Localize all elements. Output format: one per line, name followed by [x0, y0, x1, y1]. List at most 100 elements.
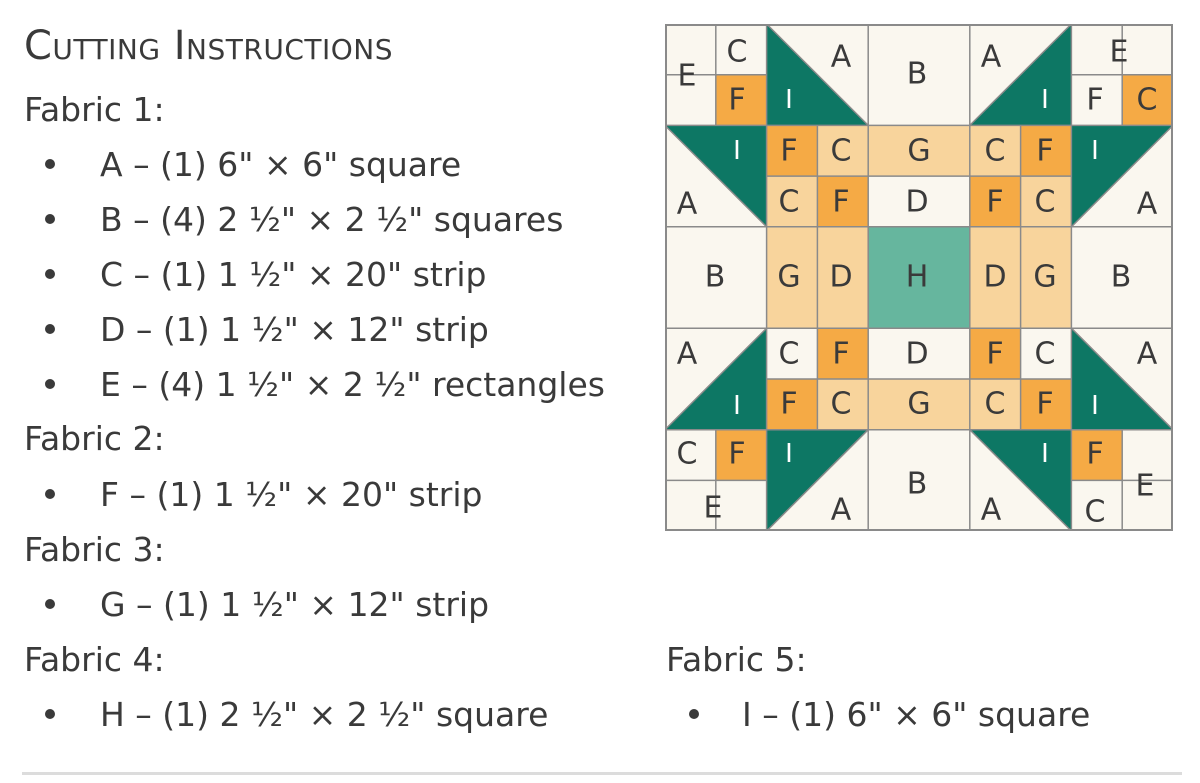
- patch-label-g: G: [1033, 260, 1056, 295]
- patch-label-c: C: [727, 35, 748, 70]
- cutting-item-i: I – (1) 6" × 6" square: [742, 695, 1091, 734]
- patch-label-g: G: [907, 134, 930, 169]
- seam-line: [1070, 327, 1173, 431]
- patch-label-i: I: [1041, 85, 1049, 115]
- patch-label-b: B: [1111, 260, 1132, 295]
- cutting-item-a: A – (1) 6" × 6" square: [100, 145, 462, 184]
- patch-label-c: C: [985, 134, 1006, 169]
- fabric-patch: [969, 328, 1021, 379]
- patch-label-f: F: [1086, 83, 1103, 118]
- patch-label-i: I: [1041, 439, 1049, 469]
- patch-label-i: I: [785, 439, 793, 469]
- patch-label-c: C: [779, 337, 800, 372]
- patch-label-a: A: [831, 40, 852, 75]
- patch-label-i: I: [733, 391, 741, 421]
- patch-label-f: F: [986, 337, 1003, 372]
- cutting-item-f: F – (1) 1 ½" × 20" strip: [100, 475, 483, 514]
- block-border: [665, 24, 1173, 531]
- bullet-icon: [45, 489, 55, 499]
- divider: [22, 772, 1182, 775]
- fabric-patch: [817, 379, 1021, 430]
- cutting-item-b: B – (4) 2 ½" × 2 ½" squares: [100, 200, 564, 239]
- patch-label-f: F: [728, 83, 745, 118]
- patch-label-c: C: [1035, 337, 1056, 372]
- fabric-4-heading: Fabric 4:: [24, 640, 165, 679]
- cutting-item-g: G – (1) 1 ½" × 12" strip: [100, 585, 490, 624]
- patch-label-f: F: [832, 337, 849, 372]
- page-title: Cutting Instructions: [24, 23, 393, 69]
- bullet-icon: [45, 269, 55, 279]
- fabric-patch: [969, 176, 1021, 227]
- seam-line: [969, 429, 1072, 531]
- triangle-patch: [665, 125, 767, 227]
- patch-label-f: F: [986, 185, 1003, 220]
- fabric-2-heading: Fabric 2:: [24, 419, 165, 458]
- cutting-item-d: D – (1) 1 ½" × 12" strip: [100, 310, 489, 349]
- patch-label-f: F: [780, 387, 797, 422]
- fabric-patch: [715, 429, 767, 481]
- seam-line: [1070, 124, 1173, 228]
- patch-label-c: C: [1137, 83, 1158, 118]
- bullet-icon: [45, 214, 55, 224]
- bullet-icon: [45, 159, 55, 169]
- patch-label-a: A: [677, 337, 698, 372]
- patch-label-d: D: [905, 337, 928, 372]
- fabric-patch: [766, 379, 818, 430]
- triangle-patch: [1071, 328, 1173, 430]
- bullet-icon: [45, 599, 55, 609]
- patch-label-d: D: [829, 260, 852, 295]
- bullet-icon: [45, 324, 55, 334]
- patch-label-c: C: [1035, 185, 1056, 220]
- fabric-5-heading: Fabric 5:: [666, 640, 807, 679]
- patch-label-g: G: [777, 260, 800, 295]
- seam-line: [766, 429, 869, 531]
- patch-label-a: A: [981, 40, 1002, 75]
- patch-label-f: F: [1086, 437, 1103, 472]
- fabric-patch: [715, 74, 767, 126]
- patch-label-a: A: [1137, 337, 1158, 372]
- patch-label-c: C: [779, 185, 800, 220]
- fabric-patch: [1020, 125, 1072, 177]
- triangle-patch: [665, 328, 767, 430]
- patch-label-i: I: [785, 85, 793, 115]
- patch-label-f: F: [1036, 387, 1053, 422]
- patch-label-c: C: [831, 387, 852, 422]
- fabric-patch: [868, 226, 970, 329]
- patch-label-b: B: [907, 57, 928, 92]
- fabric-1-heading: Fabric 1:: [24, 90, 165, 129]
- seam-line: [665, 124, 768, 228]
- cutting-item-e: E – (4) 1 ½" × 2 ½" rectangles: [100, 365, 605, 404]
- patch-label-a: A: [831, 493, 852, 528]
- patch-label-b: B: [705, 260, 726, 295]
- fabric-patch: [817, 125, 1021, 177]
- patch-label-e: E: [704, 491, 723, 526]
- patch-label-f: F: [780, 134, 797, 169]
- bullet-icon: [689, 709, 699, 719]
- patch-label-i: I: [1091, 136, 1099, 166]
- patch-label-h: H: [906, 260, 929, 295]
- fabric-patch: [1020, 379, 1072, 430]
- block-seams: [665, 24, 1173, 531]
- patch-label-e: E: [1110, 35, 1129, 70]
- patch-label-i: I: [1091, 391, 1099, 421]
- patch-label-a: A: [677, 187, 698, 222]
- patch-label-e: E: [1136, 469, 1155, 504]
- seam-line: [969, 24, 1072, 126]
- fabric-patch: [1122, 74, 1173, 126]
- patch-label-e: E: [678, 59, 697, 94]
- patch-label-c: C: [677, 437, 698, 472]
- bullet-icon: [45, 379, 55, 389]
- fabric-patch: [1071, 429, 1123, 481]
- patch-label-f: F: [1036, 134, 1053, 169]
- patch-label-i: I: [733, 136, 741, 166]
- fabric-patch: [766, 125, 818, 177]
- fabric-patch: [817, 328, 869, 379]
- patch-label-c: C: [985, 387, 1006, 422]
- patch-label-f: F: [728, 437, 745, 472]
- cutting-item-h: H – (1) 2 ½" × 2 ½" square: [100, 695, 549, 734]
- patch-label-a: A: [981, 493, 1002, 528]
- cutting-item-c: C – (1) 1 ½" × 20" strip: [100, 255, 487, 294]
- patch-label-d: D: [905, 185, 928, 220]
